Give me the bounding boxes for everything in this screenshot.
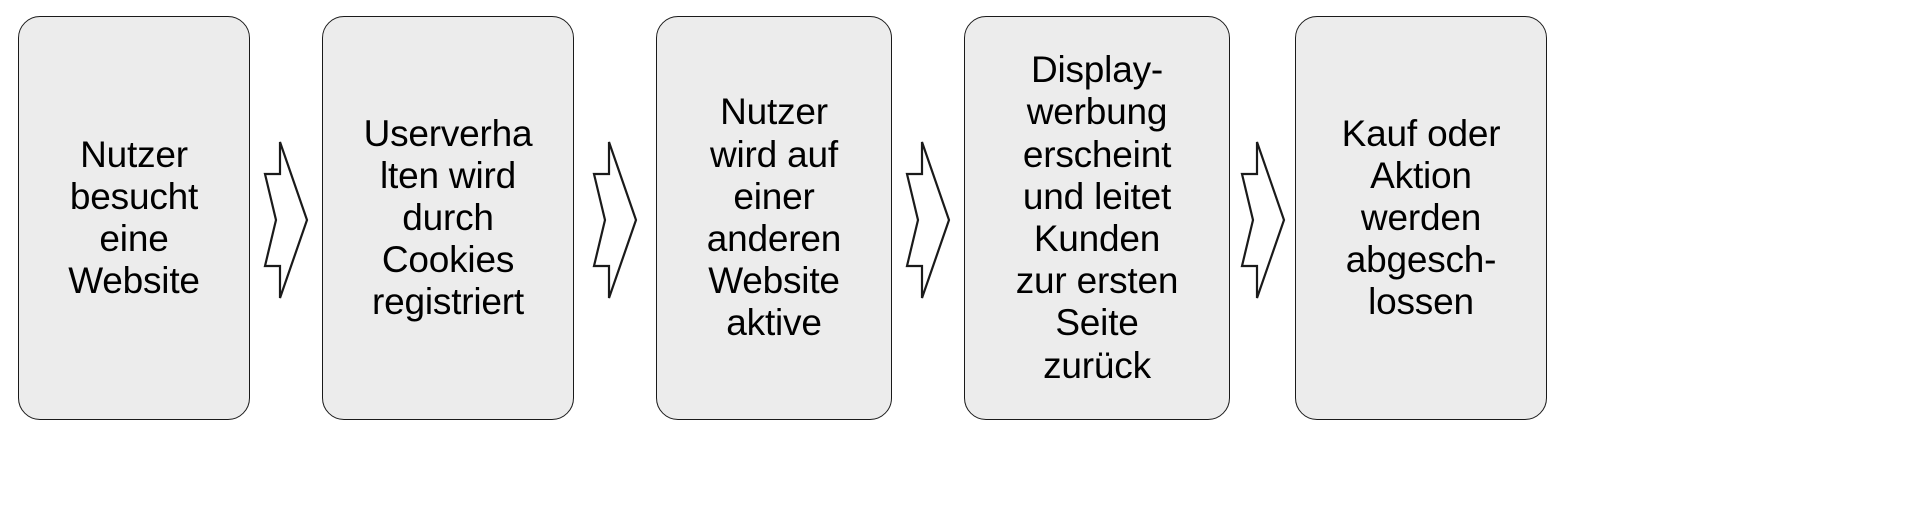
connector-2 [574,0,656,440]
process-step-2-label: Userverha lten wird durch Cookies regist… [363,112,533,323]
process-step-1[interactable]: Nutzer besucht eine Website [18,16,250,420]
striped-right-arrow-icon [1240,141,1285,299]
process-step-4-label: Display- werbung erscheint und leitet Ku… [1015,49,1179,386]
connector-3 [892,0,964,440]
process-step-2[interactable]: Userverha lten wird durch Cookies regist… [322,16,574,420]
process-step-5-label: Kauf oder Aktion werden abgesch- lossen [1341,112,1501,323]
process-step-3[interactable]: Nutzer wird auf einer anderen Website ak… [656,16,892,420]
process-step-1-label: Nutzer besucht eine Website [68,133,200,302]
process-flow: Nutzer besucht eine Website Userverha lt… [18,0,1547,440]
striped-right-arrow-icon [592,141,638,299]
connector-4 [1230,0,1295,440]
connector-1 [250,0,322,440]
process-step-4[interactable]: Display- werbung erscheint und leitet Ku… [964,16,1230,420]
striped-right-arrow-icon [905,141,951,299]
process-step-5[interactable]: Kauf oder Aktion werden abgesch- lossen [1295,16,1547,420]
process-step-3-label: Nutzer wird auf einer anderen Website ak… [706,91,842,344]
striped-right-arrow-icon [263,141,309,299]
